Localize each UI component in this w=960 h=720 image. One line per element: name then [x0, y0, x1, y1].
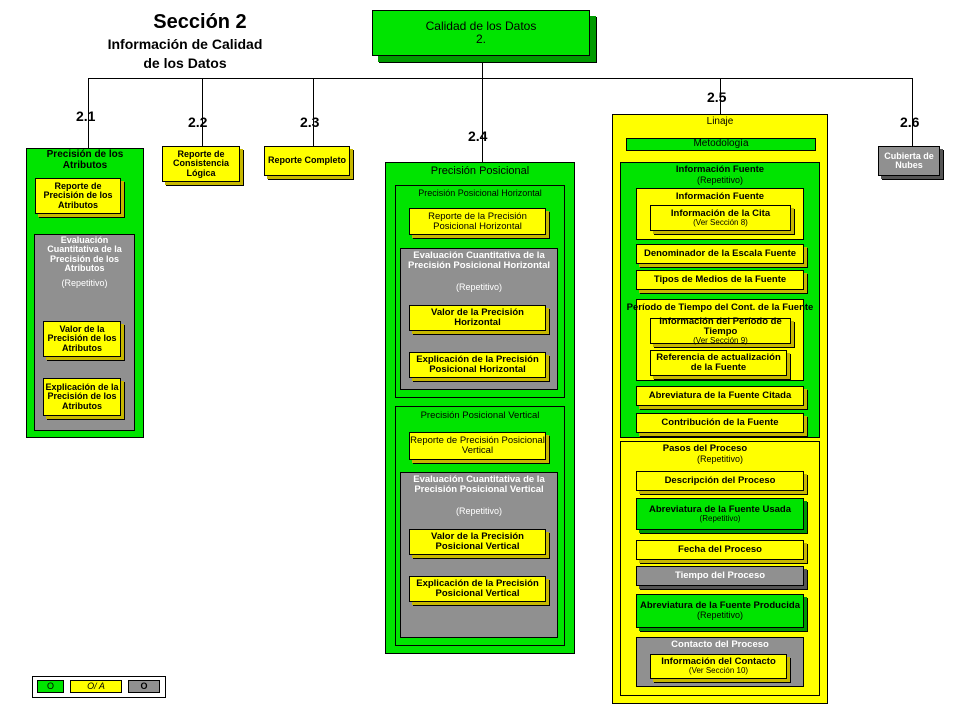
info-fuente-header: Información Fuente — [675, 164, 765, 175]
abrev-producida-rep: (Repetitivo) — [696, 610, 743, 621]
periodo-label: Período de Tiempo del Cont. de la Fuente — [626, 302, 814, 313]
box-reporte-precision-vertical: Reporte de Precisión Posicional Vertical — [409, 432, 546, 460]
eval-atributos-title: Evaluación Cuantitativa de la Precisión … — [47, 235, 122, 274]
connector-26 — [912, 78, 913, 146]
number-2-4: 2.4 — [468, 128, 488, 144]
number-2-3: 2.3 — [300, 114, 320, 130]
box-cubierta-nubes: Cubierta de Nubes — [878, 146, 940, 176]
box-reporte-precision-horizontal: Reporte de la Precisión Posicional Horiz… — [409, 208, 546, 235]
panel-evaluacion-vertical — [400, 472, 558, 638]
abrev-usada-rep: (Repetitivo) — [699, 513, 741, 523]
box-abreviatura-producida: Abreviatura de la Fuente Producida (Repe… — [636, 594, 804, 628]
eval-horizontal-rep: (Repetitivo) — [455, 282, 502, 292]
periodo-info-ref: (Ver Sección 9) — [693, 335, 748, 345]
number-2-2: 2.2 — [188, 114, 208, 130]
box-tipos-medios: Tipos de Medios de la Fuente — [636, 270, 804, 290]
box-reporte-completo: Reporte Completo — [264, 146, 350, 176]
info-fuente-rep: (Repetitivo) — [696, 175, 743, 185]
box-explicacion-precision-horizontal: Explicación de la Precisión Posicional H… — [409, 352, 546, 378]
abrev-usada-label: Abreviatura de la Fuente Usada — [648, 503, 792, 515]
connector-24 — [482, 78, 483, 162]
legend-o-gray: O — [128, 680, 160, 693]
cita-ref: (Ver Sección 8) — [693, 217, 748, 227]
root-number: 2. — [475, 32, 486, 46]
box-tiempo-proceso: Tiempo del Proceso — [636, 566, 804, 586]
info-fuente-inner-label: Información Fuente — [675, 191, 765, 202]
box-fecha-proceso: Fecha del Proceso — [636, 540, 804, 560]
root-box-calidad: Calidad de los Datos 2. — [372, 10, 590, 56]
connector-22 — [202, 78, 203, 146]
panel-24-header: Precisión Posicional — [430, 165, 530, 177]
box-abreviatura-usada: Abreviatura de la Fuente Usada (Repetiti… — [636, 498, 804, 530]
box-informacion-cita: Información de la Cita (Ver Sección 8) — [650, 205, 791, 231]
box-denominador-escala: Denominador de la Escala Fuente — [636, 244, 804, 264]
box-abreviatura-citada: Abreviatura de la Fuente Citada — [636, 386, 804, 406]
section-title: Sección 2 — [153, 11, 247, 33]
box-explicacion-precision-vertical: Explicación de la Precisión Posicional V… — [409, 576, 546, 602]
panel-21-header: Precisión de los Atributos — [46, 149, 124, 171]
box-valor-precision-vertical: Valor de la Precisión Posicional Vertica… — [409, 529, 546, 555]
linaje-header: Linaje — [706, 116, 734, 127]
connector-23 — [313, 78, 314, 146]
box-periodo-info: Información del Período de Tiempo (Ver S… — [650, 315, 791, 345]
section-subtitle-1: Información de Calidad — [107, 36, 263, 52]
eval-atributos-rep: (Repetitivo) — [61, 278, 108, 288]
box-reporte-precision-atributos: Reporte de Precisión de los Atributos — [35, 178, 121, 214]
contacto-info-label: Información del Contacto — [661, 656, 776, 668]
box-contribucion-fuente: Contribución de la Fuente — [636, 413, 804, 433]
pasos-header: Pasos del Proceso — [662, 443, 748, 454]
cita-label: Información de la Cita — [670, 207, 771, 219]
legend-oa-yellow: O/ A — [70, 680, 122, 693]
box-reporte-consistencia-logica: Reporte de Consistencia Lógica — [162, 146, 240, 182]
box-referencia-actualizacion: Referencia de actualización de la Fuente — [650, 350, 787, 376]
box-valor-precision-atributos: Valor de la Precisión de los Atributos — [43, 321, 121, 357]
box-explicacion-precision-atributos: Explicación de la Precisión de los Atrib… — [43, 378, 121, 416]
connector-25 — [720, 78, 721, 114]
root-label: Calidad de los Datos — [425, 19, 537, 34]
eval-vertical-rep: (Repetitivo) — [455, 506, 502, 516]
legend-o-green: O — [37, 680, 64, 693]
number-2-6: 2.6 — [900, 114, 920, 130]
vertical-header: Precisión Posicional Vertical — [420, 410, 540, 421]
section-subtitle-2: de los Datos — [143, 55, 227, 71]
eval-vertical-title: Evaluación Cuantitativa de la Precisión … — [413, 474, 545, 495]
box-descripcion-proceso: Descripción del Proceso — [636, 471, 804, 491]
horizontal-header: Precisión Posicional Horizontal — [418, 188, 542, 198]
connector-root-down — [482, 63, 483, 78]
contacto-info-ref: (Ver Sección 10) — [688, 666, 749, 676]
abrev-producida-label: Abreviatura de la Fuente Producida — [640, 600, 800, 612]
metodologia-label: Metodología — [693, 138, 749, 149]
number-2-1: 2.1 — [76, 108, 96, 124]
eval-horizontal-title: Evaluación Cuantitativa de la Precisión … — [408, 250, 551, 271]
number-2-5: 2.5 — [707, 89, 727, 105]
box-metodologia — [626, 138, 816, 151]
pasos-rep: (Repetitivo) — [696, 454, 743, 464]
contacto-label: Contacto del Proceso — [671, 639, 769, 650]
box-valor-precision-horizontal: Valor de la Precisión Horizontal — [409, 305, 546, 331]
periodo-info-label: Información del Período de Tiempo — [659, 315, 782, 337]
box-informacion-contacto: Información del Contacto (Ver Sección 10… — [650, 654, 787, 679]
connector-horizontal — [88, 78, 912, 79]
connector-21 — [88, 78, 89, 148]
